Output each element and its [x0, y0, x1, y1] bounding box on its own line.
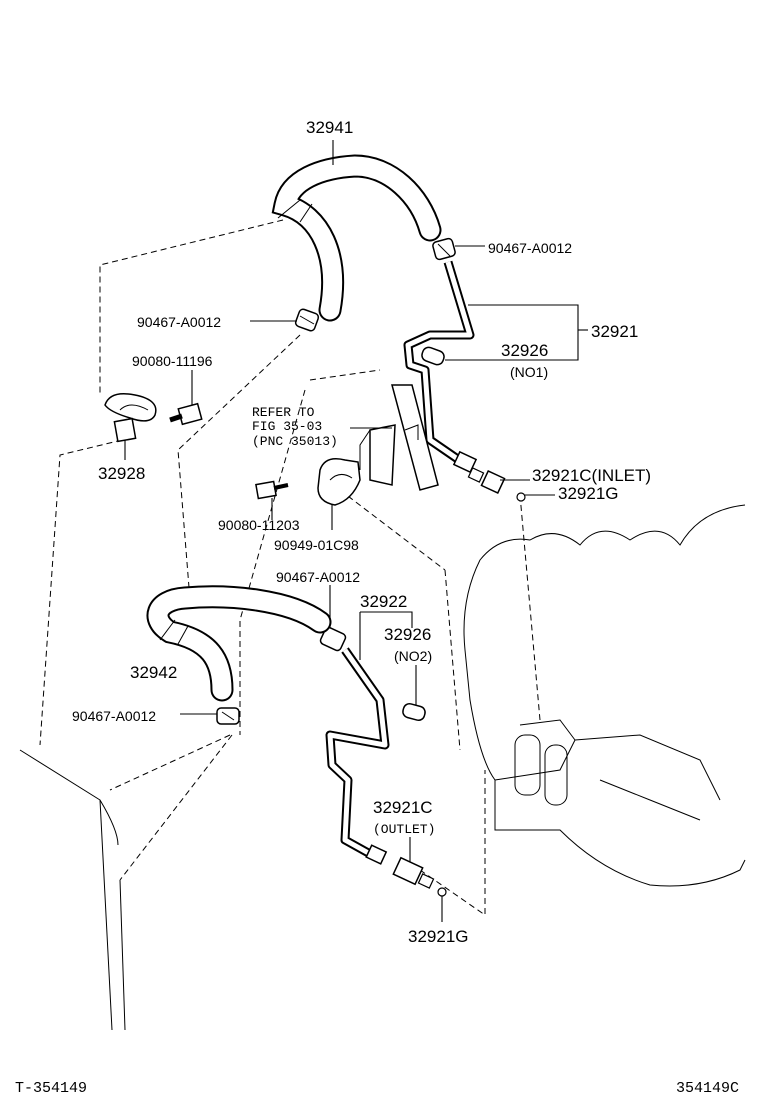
footer: T-354149 354149C: [15, 1080, 739, 1097]
gasket-inlet-32921g: [516, 492, 526, 502]
label-clamp-a: 90467-A0012: [488, 240, 572, 256]
label-no2: (NO2): [394, 648, 432, 664]
label-gasket-inlet: 32921G: [558, 484, 619, 503]
tube-outlet-32922: [325, 647, 390, 865]
label-32926-no2: 32926: [384, 625, 431, 644]
bolt-90080-11203: [255, 480, 289, 500]
label-outlet: (OUTLET): [373, 822, 435, 837]
label-gasket-outlet: 32921G: [408, 927, 469, 946]
label-clamp-bracket: 90949-01C98: [274, 537, 359, 553]
label-32921: 32921: [591, 322, 638, 341]
label-32922: 32922: [360, 592, 407, 611]
label-32941: 32941: [306, 118, 353, 137]
guide-lines: [39, 219, 541, 916]
label-no1: (NO1): [510, 364, 548, 380]
label-refer-1: REFER TO: [252, 405, 315, 420]
clamp-bracket-90949: [317, 458, 361, 506]
label-32926-no1: 32926: [501, 341, 548, 360]
clamp-lower-left: [216, 707, 240, 725]
body-panel: [19, 749, 126, 1031]
engine-outline: [463, 504, 746, 887]
union-outlet-32921c: [392, 856, 435, 889]
refer-bracket: [359, 384, 439, 491]
labels: 32941 90467-A0012 90467-A0012 90080-1119…: [72, 118, 651, 946]
label-union-inlet: 32921C(INLET): [532, 466, 651, 485]
label-bolt-b: 90080-11203: [218, 517, 300, 533]
label-32928: 32928: [98, 464, 145, 483]
tube-inlet-32921: [403, 260, 478, 474]
label-clamp-d: 90467-A0012: [72, 708, 156, 724]
hose-no1-32926: [421, 346, 445, 366]
footer-right-code: 354149C: [676, 1080, 739, 1097]
hose-upper-32941: [271, 154, 442, 322]
label-union-outlet: 32921C: [373, 798, 433, 817]
bracket-32928: [104, 393, 157, 443]
bolt-90080-11196: [169, 402, 203, 426]
footer-left-code: T-354149: [15, 1080, 87, 1097]
label-clamp-b: 90467-A0012: [137, 314, 221, 330]
label-clamp-c: 90467-A0012: [276, 569, 360, 585]
clamp-upper-left: [294, 308, 320, 332]
leader-lines: [124, 140, 588, 922]
union-inlet-32921c: [467, 467, 506, 495]
hose-no2-32926: [402, 702, 426, 722]
hose-lower-32942: [146, 585, 332, 702]
clamp-upper-right: [432, 237, 456, 261]
label-bolt-a: 90080-11196: [132, 353, 213, 369]
label-refer-3: (PNC 35013): [252, 434, 338, 449]
label-32942: 32942: [130, 663, 177, 682]
gasket-outlet-32921g: [437, 887, 447, 897]
label-refer-2: FIG 35-03: [252, 419, 322, 434]
clamp-lower-mid: [319, 626, 347, 652]
